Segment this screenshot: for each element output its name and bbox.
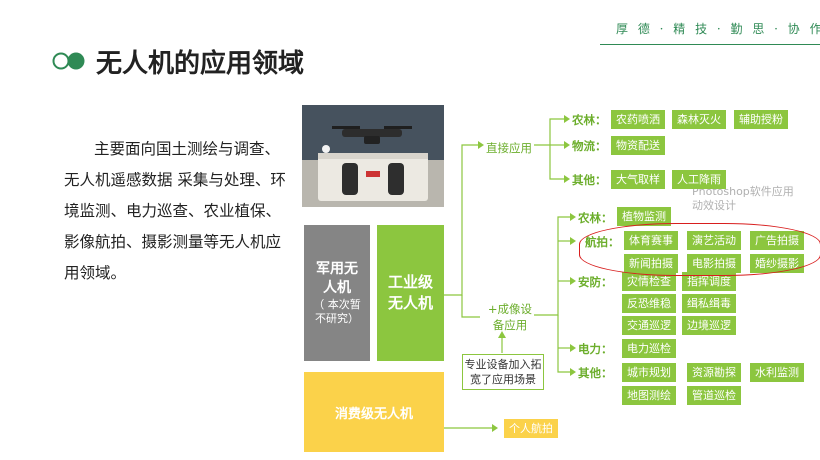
tag-pipeline-inspection: 管道巡检 [687,386,741,405]
tag-resource-exploration: 资源勘探 [687,363,741,382]
tag-command-dispatch: 指挥调度 [682,272,736,291]
tag-power-inspection: 电力巡检 [622,339,676,358]
tag-anti-smuggling: 缉私缉毒 [682,294,736,313]
note-box: 专业设备加入拓 宽了应用场景 [462,354,544,390]
tag-plant-monitoring: 植物监测 [617,207,671,226]
industrial-label-line1: 工业级 [387,273,433,291]
category-power: 电力： [578,342,613,356]
consumer-drone-block: 消费级无人机 [304,372,444,452]
tag-border-patrol: 边境巡逻 [682,316,736,335]
tag-pollination: 辅助授粉 [734,110,788,129]
military-note-line1: （ 本次暂 [313,298,361,311]
industrial-drone-block: 工业级 无人机 [377,225,444,361]
note-line1: 专业设备加入拓 [464,358,542,371]
military-note-line2: 不研究） [315,312,359,325]
page-title: 无人机的应用领域 [96,49,305,79]
tag-pesticide-spraying: 农药喷洒 [611,110,665,129]
application-diagram: 军用无 人机 （ 本次暂 不研究） 工业级 无人机 消费级无人机 [302,105,820,460]
military-drone-block: 军用无 人机 （ 本次暂 不研究） [304,225,370,361]
watermark-line2: 动效设计 [692,199,736,212]
tag-water-monitoring: 水利监测 [750,363,804,382]
header-divider [600,44,820,45]
tag-counter-terrorism: 反恐维稳 [622,294,676,313]
category-other-2: 其他： [578,366,613,380]
tag-urban-planning: 城市规划 [622,363,676,382]
category-other-1: 其他： [572,173,607,187]
military-label-line1: 军用无 [316,261,358,277]
tag-artificial-rain: 人工降雨 [672,170,726,189]
tag-traffic-patrol: 交通巡逻 [622,316,676,335]
tag-personal-aerial: 个人航拍 [504,419,558,438]
connector-lines [444,115,576,432]
drone-photo [302,105,444,207]
tag-mapping: 地图测绘 [622,386,676,405]
title-bullet-icon [52,52,85,70]
note-line2: 宽了应用场景 [470,373,536,386]
category-security: 安防： [578,275,613,289]
industrial-label-line2: 无人机 [387,294,433,312]
watermark-text: Photoshop软件应用 动效设计 [692,185,812,213]
category-logistics: 物流： [572,139,607,153]
imaging-label-line1: +成像设 [487,302,533,316]
category-agriculture-2: 农林： [578,211,613,225]
category-agriculture-1: 农林： [572,113,607,127]
tag-disaster-inspection: 灾情检查 [622,272,676,291]
tag-forest-firefighting: 森林灭火 [672,110,726,129]
direct-application-label: 直接应用 [486,141,532,155]
military-label-line2: 人机 [323,280,351,296]
tag-delivery: 物资配送 [611,136,665,155]
imaging-application-label: +成像设 备应用 [484,301,536,333]
description-paragraph: 主要面向国土测绘与调查、无人机遥感数据 采集与处理、环境监测、电力巡查、农业植保… [64,140,286,282]
imaging-label-line2: 备应用 [492,318,528,332]
motto-text: 厚 德 · 精 技 · 勤 思 · 协 作 [616,22,820,36]
tag-air-sampling: 大气取样 [611,170,665,189]
aerial-highlight-oval [579,223,820,276]
